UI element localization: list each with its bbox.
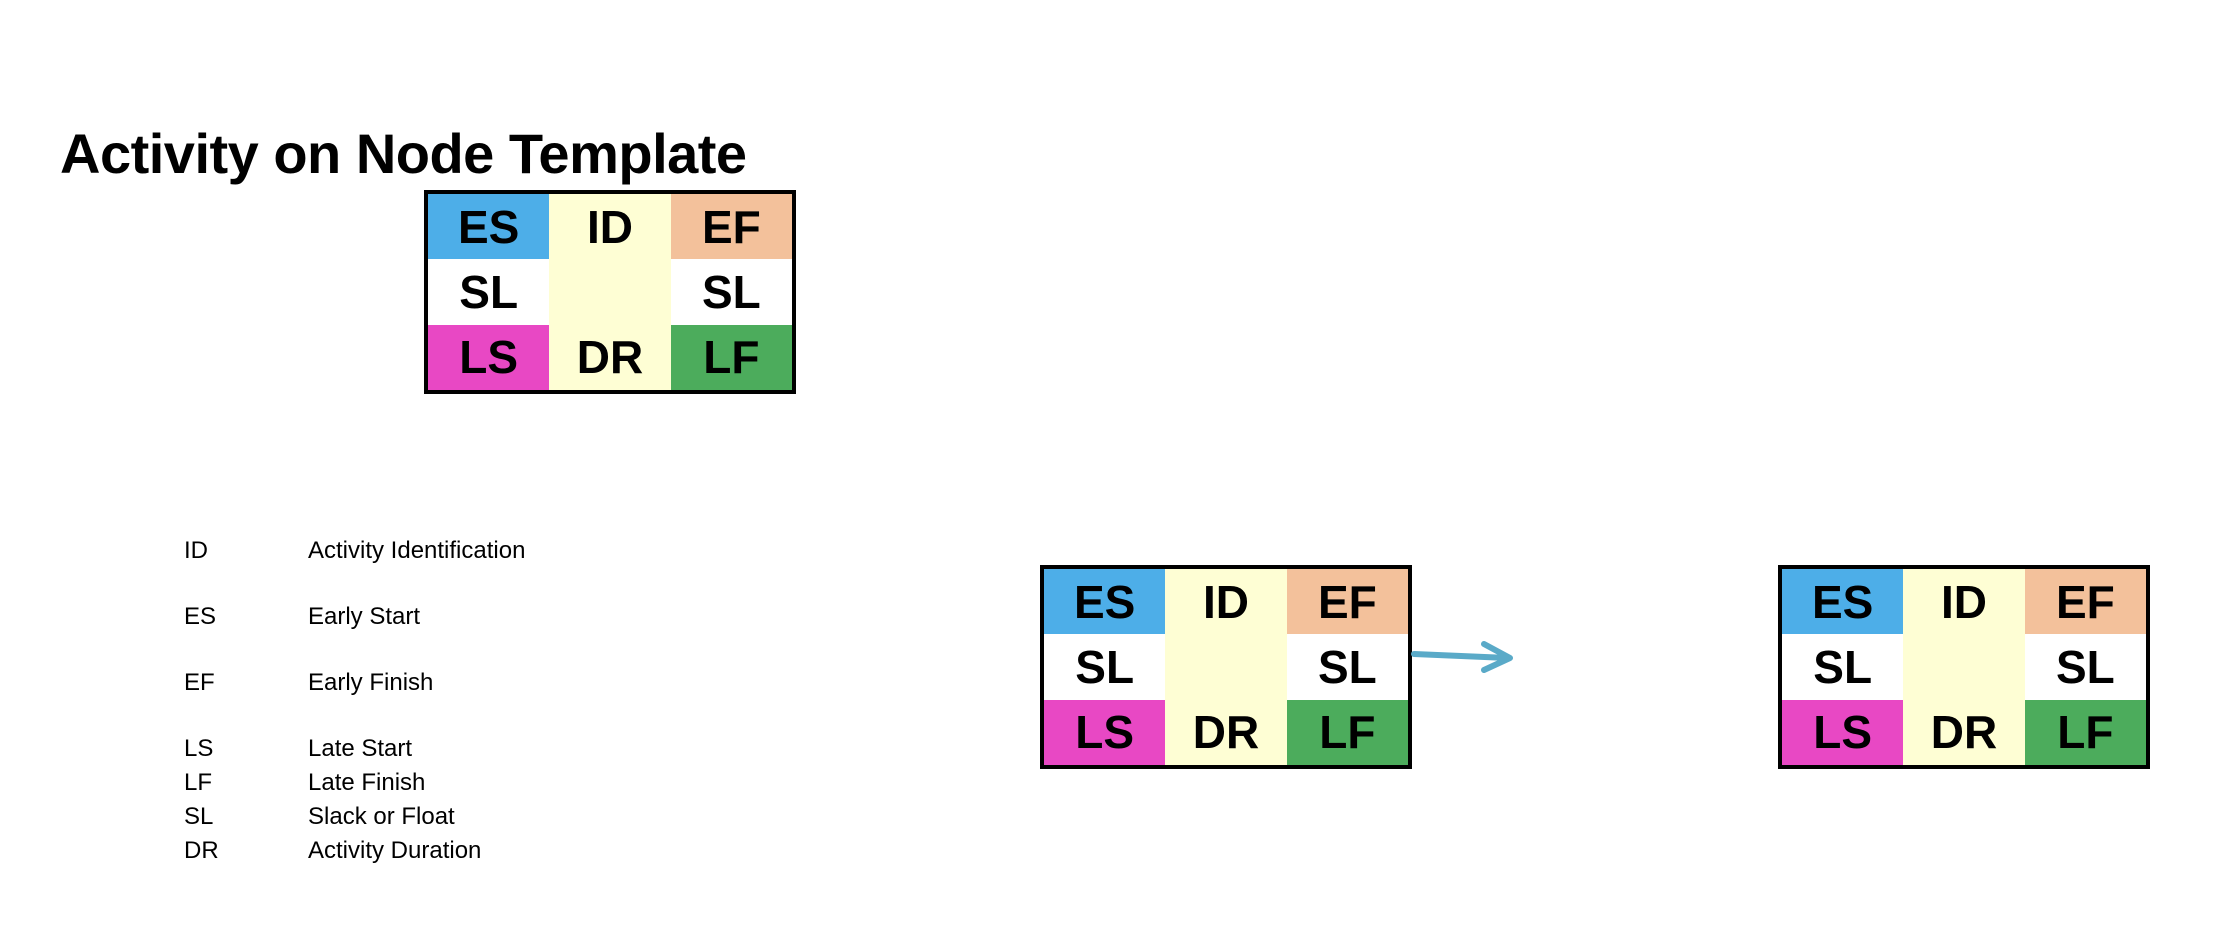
node-slack-left: SL [428,259,550,325]
node-early-start: ES [428,194,550,260]
node-duration: DR [1930,706,1998,759]
aon-node-successor: ES ID DR EF SL SL LS LF [1778,565,2150,769]
page-title: Activity on Node Template [60,122,747,185]
legend-row-dr: DR Activity Duration [184,834,525,868]
legend-abbr: ID [184,537,208,564]
node-duration: DR [1192,706,1260,759]
legend-desc: Late Start [308,735,413,762]
node-late-finish: LF [2024,699,2146,765]
legend-desc: Activity Identification [308,537,526,564]
node-id: ID [1202,575,1249,628]
node-id: ID [1940,575,1987,628]
legend-row-es: ES Early Start [184,600,525,634]
legend-desc: Slack or Float [308,803,455,830]
node-early-start: ES [1782,569,1904,635]
node-late-finish: LF [670,324,792,390]
node-early-finish: EF [670,194,792,260]
node-slack-right: SL [2024,634,2146,700]
precedence-arrow-icon [1411,641,1513,673]
node-slack-right: SL [1286,634,1408,700]
legend-row-id: ID Activity Identification [184,534,525,568]
legend-desc: Early Finish [308,669,434,696]
legend: ID Activity Identification ES Early Star… [184,534,525,868]
legend-row-ls: LS Late Start [184,732,525,766]
node-late-start: LS [1782,699,1904,765]
node-slack-left: SL [1044,634,1166,700]
legend-row-ef: EF Early Finish [184,666,525,700]
node-late-finish: LF [1286,699,1408,765]
node-early-start: ES [1044,569,1166,635]
node-slack-right: SL [670,259,792,325]
legend-row-lf: LF Late Finish [184,766,525,800]
aon-node-predecessor: ES ID DR EF SL SL LS LF [1040,565,1412,769]
node-middle-column: ID DR [1903,569,2025,765]
legend-desc: Early Start [308,603,421,630]
node-middle-column: ID DR [549,194,671,390]
node-early-finish: EF [1286,569,1408,635]
node-id: ID [586,200,633,253]
legend-abbr: DR [184,837,219,864]
node-late-start: LS [428,324,550,390]
legend-abbr: EF [184,669,215,696]
node-late-start: LS [1044,699,1166,765]
aon-node-template: ES ID DR EF SL SL LS LF [424,190,796,394]
legend-desc: Activity Duration [308,837,482,864]
legend-desc: Late Finish [308,769,426,796]
node-slack-left: SL [1782,634,1904,700]
node-duration: DR [576,331,644,384]
legend-abbr: LS [184,735,214,762]
node-middle-column: ID DR [1165,569,1287,765]
legend-row-sl: SL Slack or Float [184,800,525,834]
legend-abbr: SL [184,803,214,830]
legend-abbr: ES [184,603,217,630]
node-early-finish: EF [2024,569,2146,635]
legend-abbr: LF [184,769,213,796]
